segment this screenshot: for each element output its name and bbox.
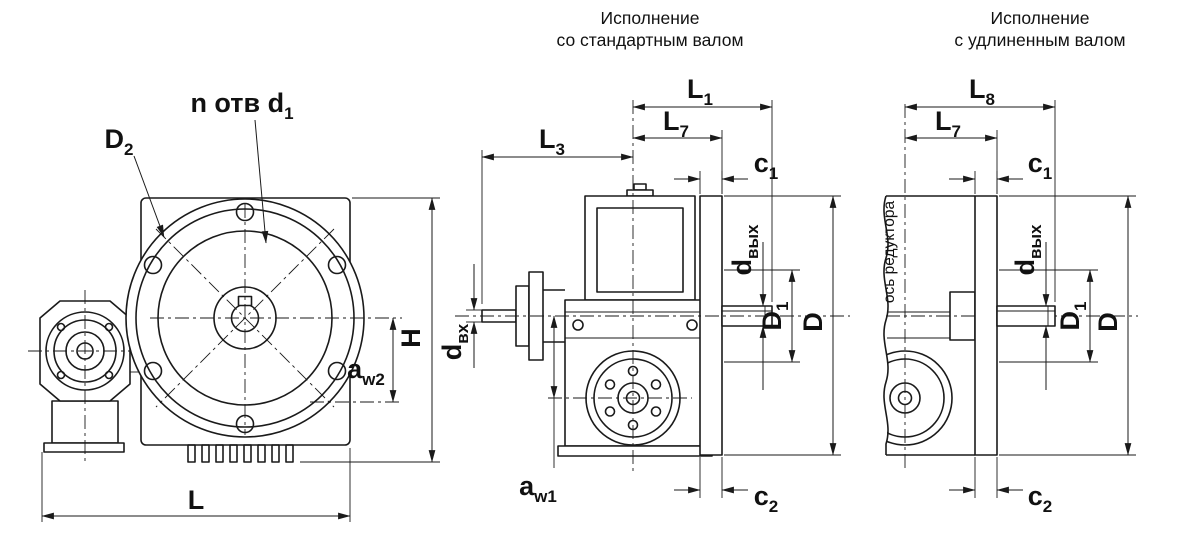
dim-label-L1: L1 [687,74,713,109]
housing-bolt-left [572,319,584,331]
housing-base [557,445,713,457]
leader-D2 [133,155,165,238]
top-cap [626,189,654,197]
dim-label-L7: L7 [935,106,961,141]
extended-output-shaft [996,305,1056,327]
motor-mount-box [584,195,696,301]
leader-holes [254,119,269,244]
bolt-hole [235,202,255,222]
bolt-hole [327,255,347,275]
top-bolt [633,183,647,191]
dim-label-holes: n отв d1 [190,88,293,123]
cooling-fins [187,444,294,463]
dim-label-D2: D2 [105,124,134,159]
dim-label-D: D [1093,312,1123,332]
dim-label-L7: L7 [663,106,689,141]
bolt-hole [327,361,347,381]
dim-label-D: D [798,312,828,332]
header-standard-line1: Исполнение [601,8,700,28]
input-worm-unit [28,290,141,462]
motor-mount-inner [596,207,684,293]
dim-label-D1: D1 [1055,302,1090,331]
header-extended-line1: Исполнение [991,8,1090,28]
header-standard-line2: со стандартным валом [557,30,744,50]
input-unit-foot [43,442,125,453]
bolt-hole [143,255,163,275]
header-extended-line2: с удлиненным валом [954,30,1125,50]
gear-housing [564,299,706,447]
break-line [883,195,889,455]
reducer-axis-label: ось редуктора [881,201,898,304]
input-bolt-holes [56,322,114,380]
housing-bolt-right [686,319,698,331]
dim-label-c1: c1 [754,148,779,183]
dim-label-dout: dвых [1010,224,1045,275]
dim-label-H: H [396,328,426,348]
output-flange-plate [974,195,998,456]
dim-label-aw2: aw2 [347,354,385,389]
dim-label-c2: c2 [1028,481,1053,516]
output-flange-plate [699,195,723,456]
dim-label-dout: dвых [727,224,762,275]
dim-label-c1: c1 [1028,148,1053,183]
dim-label-L: L [188,485,205,515]
dim-label-din: dвх [437,323,472,360]
standard-shaft-view: L3 L1 L7 c1 dвх dвых D1 D aw1 c2 [437,74,850,516]
extended-shaft-view: ось редуктора L8 L7 [881,74,1138,516]
dim-label-D1: D1 [757,302,792,331]
dim-label-L8: L8 [969,74,995,109]
dim-label-aw1: aw1 [519,471,557,506]
dim-label-L3: L3 [539,124,565,159]
bolt-hole [143,361,163,381]
front-view: n отв d1 D2 aw2 H L [28,88,440,522]
dim-label-c2: c2 [754,481,779,516]
